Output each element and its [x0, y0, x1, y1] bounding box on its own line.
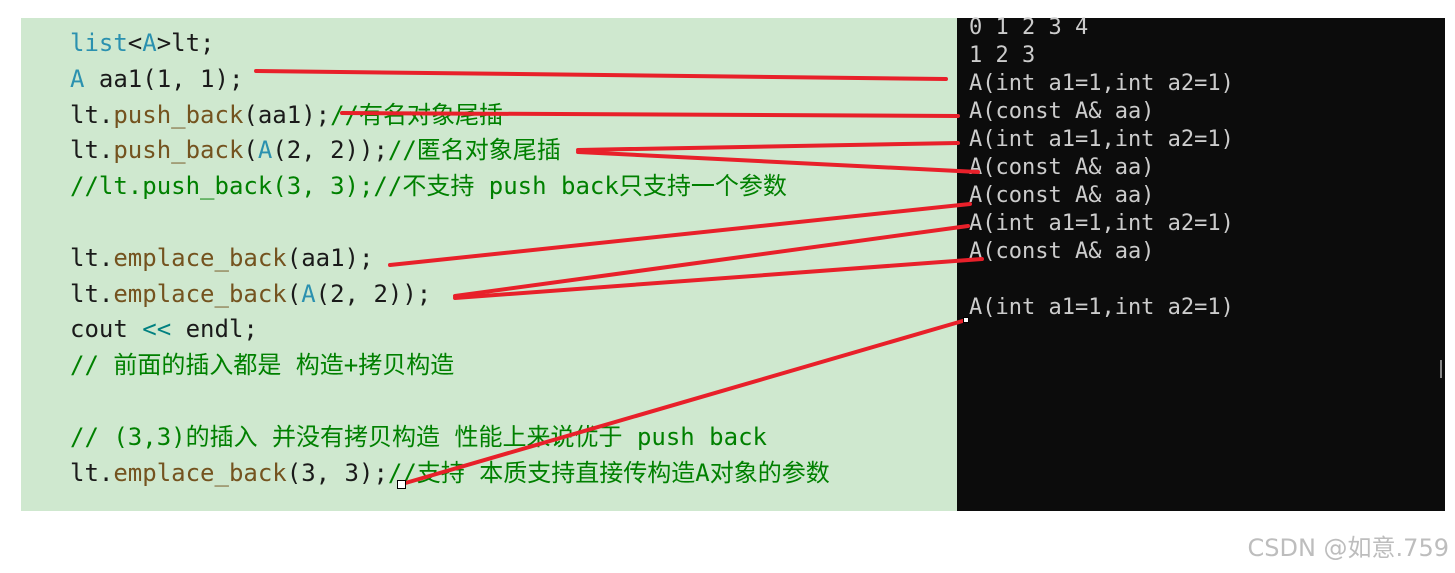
code-token: push_back — [113, 136, 244, 165]
code-line: // (3,3)的插入 并没有拷贝构造 性能上来说优于 push back — [70, 419, 767, 455]
code-token: list — [70, 29, 128, 57]
console-line: A(int a1=1,int a2=1) — [969, 295, 1234, 320]
code-token: (aa1); — [286, 243, 374, 272]
code-token: lt. — [70, 458, 114, 487]
code-token: (2, 2)); — [272, 136, 388, 165]
console-line: A(const A& aa) — [969, 239, 1155, 264]
console-line: 0 1 2 3 4 — [969, 15, 1089, 40]
code-line: lt.push_back(aa1);//有名对象尾插 — [70, 97, 503, 133]
code-line: list<A>lt; — [70, 25, 215, 61]
code-token: //lt.push_back(3, 3);//不支持 push back只支持一… — [70, 172, 787, 201]
code-token: cout — [70, 315, 143, 344]
code-token: lt. — [70, 279, 114, 308]
console-line: A(int a1=1,int a2=1) — [969, 211, 1234, 236]
console-line: A(const A& aa) — [969, 99, 1155, 124]
code-line: lt.emplace_back(3, 3);//支持 本质支持直接传构造A对象的… — [70, 455, 830, 491]
console-line: A(int a1=1,int a2=1) — [969, 127, 1234, 152]
code-token: //匿名对象尾插 — [387, 136, 561, 165]
text-cursor — [1440, 360, 1442, 378]
code-token: // 前面的插入都是 构造+拷贝构造 — [70, 351, 455, 380]
console-line: A(int a1=1,int a2=1) — [969, 71, 1234, 96]
selection-handle-top — [963, 317, 969, 323]
code-token: //有名对象尾插 — [330, 100, 504, 129]
code-token: emplace_back — [113, 458, 287, 487]
code-token: < — [127, 29, 143, 57]
console-line: A(const A& aa) — [969, 155, 1155, 180]
code-token: emplace_back — [113, 279, 287, 308]
code-line: //lt.push_back(3, 3);//不支持 push back只支持一… — [70, 168, 787, 204]
code-token: ( — [286, 279, 302, 308]
code-token: >lt; — [156, 29, 215, 57]
code-token: << — [142, 315, 172, 344]
code-line: lt.push_back(A(2, 2));//匿名对象尾插 — [70, 132, 561, 168]
code-token: A — [301, 279, 316, 308]
code-line: A aa1(1, 1); — [70, 61, 243, 97]
console-output-panel: 0 1 2 3 4 1 2 3 A(int a1=1,int a2=1) A(cons… — [957, 15, 1445, 511]
console-line: A(const A& aa) — [969, 183, 1155, 208]
code-token: // (3,3)的插入 并没有拷贝构造 性能上来说优于 push back — [70, 422, 767, 451]
code-line: lt.emplace_back(A(2, 2)); — [70, 276, 431, 312]
code-line: // 前面的插入都是 构造+拷贝构造 — [70, 347, 454, 383]
selection-handle-bottom — [397, 480, 406, 489]
code-editor-panel: list<A>lt;A aa1(1, 1);lt.push_back(aa1);… — [21, 18, 957, 511]
code-token: lt. — [70, 136, 114, 165]
code-token: (3, 3); — [286, 458, 388, 487]
code-token: (aa1); — [243, 100, 331, 129]
code-line: cout << endl; — [70, 311, 258, 347]
watermark: CSDN @如意.759 — [1247, 534, 1450, 562]
code-token: ( — [243, 136, 258, 165]
code-token: endl; — [171, 315, 258, 344]
code-token: //支持 本质支持直接传构造A对象的参数 — [387, 458, 830, 487]
code-line: lt.emplace_back(aa1); — [70, 240, 373, 276]
code-token: A — [70, 64, 99, 93]
code-token: push_back — [113, 100, 244, 129]
code-token: A — [142, 29, 157, 57]
console-line: 1 2 3 — [969, 43, 1036, 68]
code-token: aa1(1, 1); — [98, 64, 244, 93]
code-token: A — [257, 136, 273, 165]
code-token: emplace_back — [113, 243, 287, 272]
code-token: (2, 2)); — [315, 279, 432, 308]
code-token: lt. — [70, 243, 114, 272]
code-token: lt. — [70, 100, 114, 129]
